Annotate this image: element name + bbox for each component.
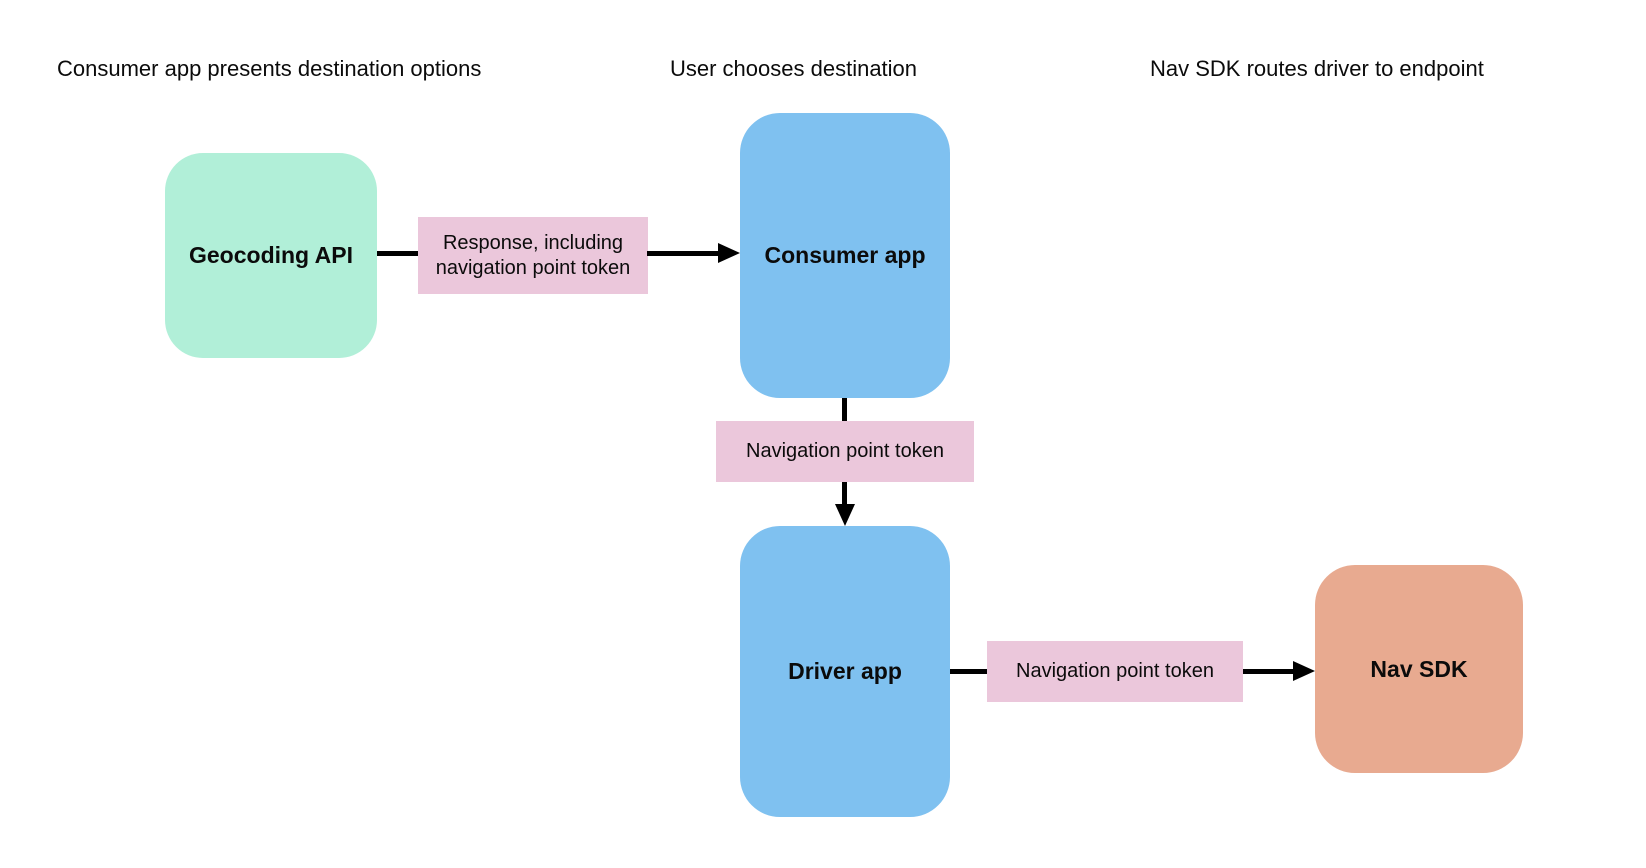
column-header-consumer-presents: Consumer app presents destination option… [57,56,482,81]
node-geocoding-api: Geocoding API [165,153,377,358]
column-header-nav-sdk-routes: Nav SDK routes driver to endpoint [1150,56,1484,81]
arrowhead-into-consumer-app [718,243,740,263]
node-driver-app: Driver app [740,526,950,817]
edge-label-response-including-token: Response, including navigation point tok… [418,217,648,294]
node-consumer-app-label: Consumer app [764,242,926,268]
arrowhead-into-nav-sdk [1293,661,1315,681]
arrowhead-into-driver-app [835,504,855,526]
node-nav-sdk: Nav SDK [1315,565,1523,773]
edge-line-consumer-to-label [842,398,847,422]
edge-label-navigation-point-token-horizontal: Navigation point token [987,641,1243,702]
edge-label-navigation-point-token-vertical: Navigation point token [716,421,974,482]
edge-line-label-to-nav-sdk [1243,669,1294,674]
edge-line-label-to-consumer [647,251,719,256]
edge-line-label-to-driver [842,482,847,505]
edge-line-driver-to-label [950,669,987,674]
node-driver-app-label: Driver app [788,658,902,684]
node-geocoding-api-label: Geocoding API [189,242,353,268]
edge-line-geocoding-to-label [377,251,420,256]
column-header-user-chooses: User chooses destination [670,56,918,81]
node-consumer-app: Consumer app [740,113,950,398]
node-nav-sdk-label: Nav SDK [1370,655,1468,682]
